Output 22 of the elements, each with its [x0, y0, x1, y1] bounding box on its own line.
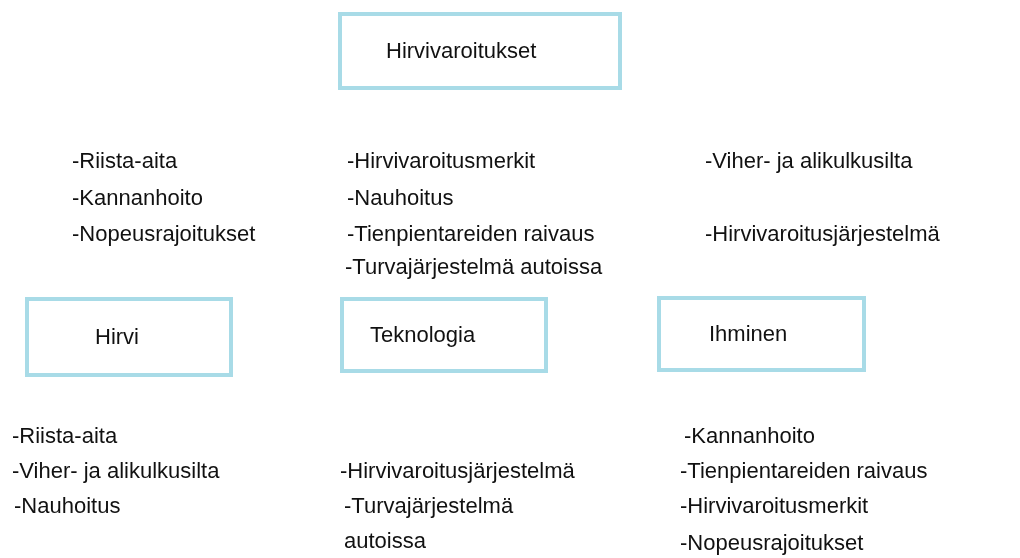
list-item: -Nauhoitus — [14, 491, 121, 520]
list-item: -Viher- ja alikulkusilta — [12, 456, 220, 485]
list-item: -Turvajärjestelmä autoissa — [345, 252, 603, 281]
list-item: -Hirvivaroitusmerkit — [347, 146, 536, 175]
text-box: Hirvi — [25, 297, 233, 377]
list-item: -Tienpientareiden raivaus — [680, 456, 928, 485]
text-box: Ihminen — [657, 296, 866, 372]
list-item: -Hirvivaroitusjärjestelmä — [705, 219, 940, 248]
list-item: -Viher- ja alikulkusilta — [705, 146, 913, 175]
list-item: -Kannanhoito — [684, 421, 815, 450]
list-item: -Tienpientareiden raivaus — [347, 219, 595, 248]
list-item: -Nopeusrajoitukset — [680, 528, 864, 557]
list-item: -Riista-aita — [12, 421, 118, 450]
list-item: -Hirvivaroitusmerkit — [680, 491, 869, 520]
list-item: -Nauhoitus — [347, 183, 454, 212]
text-box: Teknologia — [340, 297, 548, 373]
list-item: -Riista-aita — [72, 146, 178, 175]
list-item: -Turvajärjestelmä autoissa — [344, 491, 515, 555]
list-item: -Kannanhoito — [72, 183, 203, 212]
text-box: Hirvivaroitukset — [338, 12, 622, 90]
list-item: -Hirvivaroitusjärjestelmä — [340, 456, 575, 485]
list-item: -Nopeusrajoitukset — [72, 219, 256, 248]
